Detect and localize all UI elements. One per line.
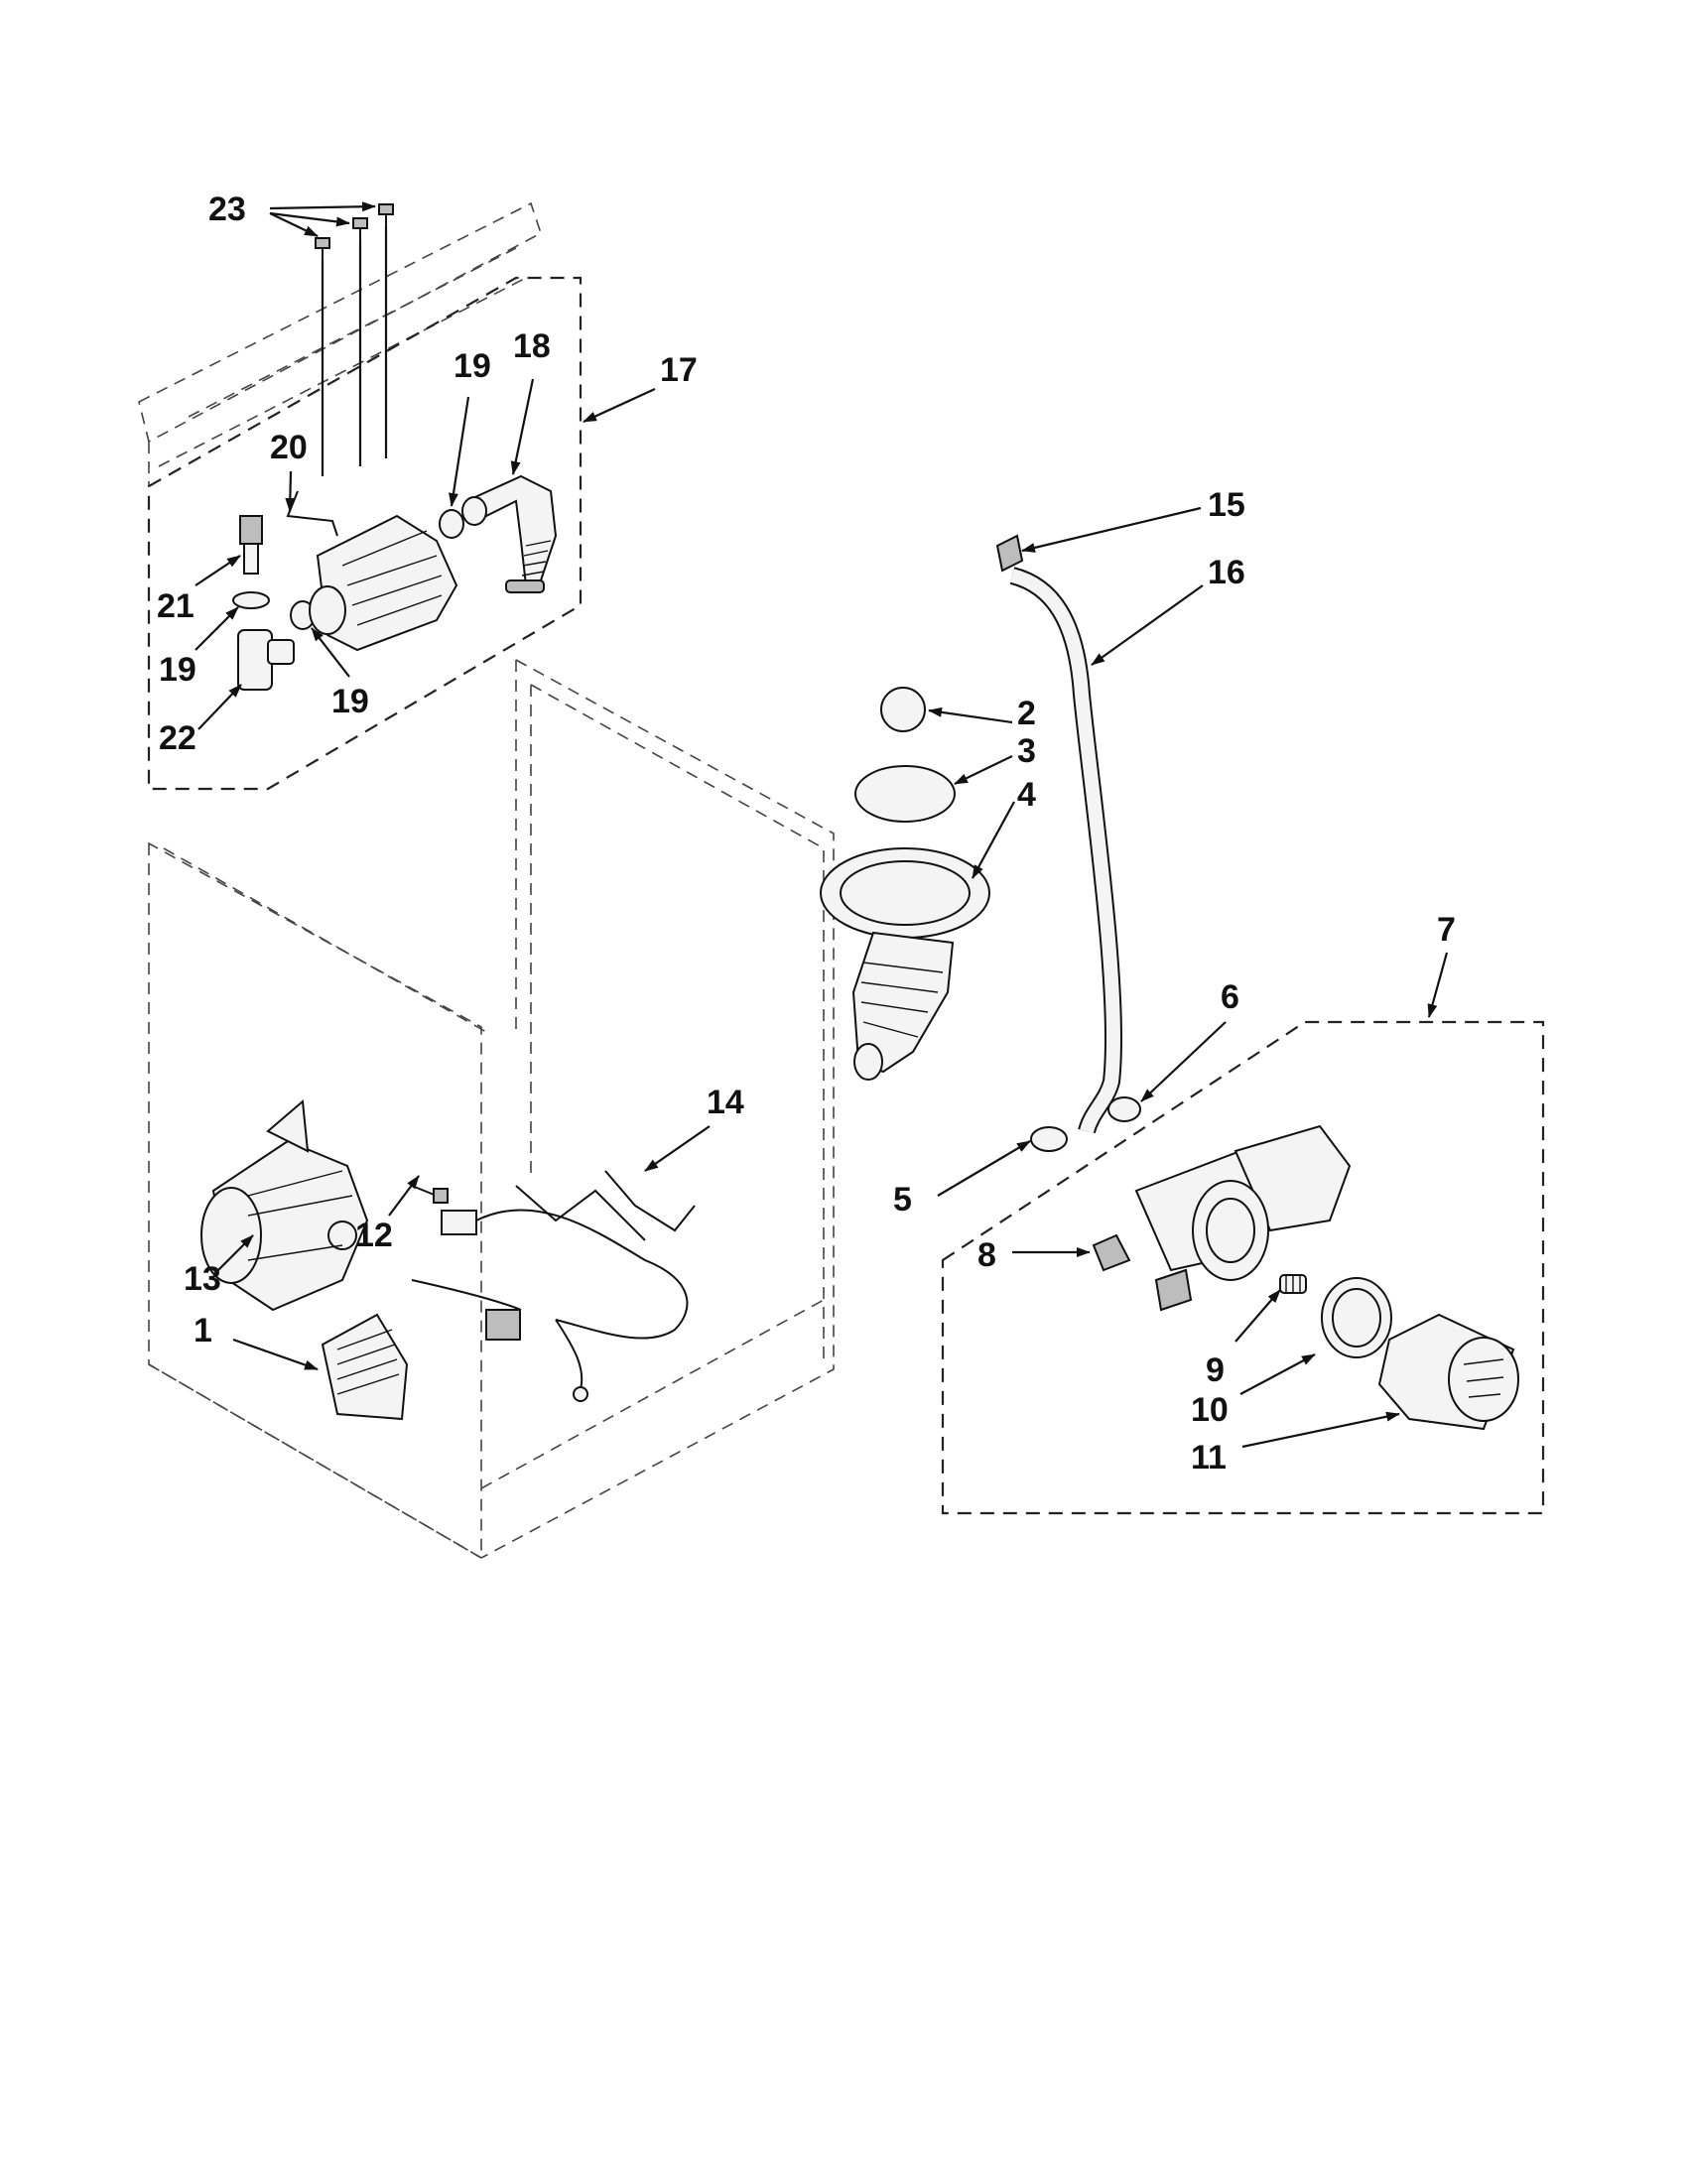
drain-pump-assembly-box <box>941 1020 1545 1515</box>
callout-14: 14 <box>707 1084 744 1121</box>
callout-2: 2 <box>1017 695 1036 732</box>
drain-pump-body <box>1134 1124 1352 1312</box>
clamp-ring-3 <box>854 765 956 823</box>
callout-12: 12 <box>355 1217 393 1254</box>
heater-body <box>309 514 458 652</box>
hose-18 <box>461 474 558 593</box>
callout-17: 17 <box>660 351 698 389</box>
callout-8: 8 <box>977 1236 996 1274</box>
tee-fitting-22 <box>237 629 295 691</box>
clamp-6 <box>1107 1096 1141 1122</box>
thermistor-21 <box>239 515 263 575</box>
heater-wire-20 <box>286 490 338 537</box>
callout-19-left: 19 <box>159 651 196 689</box>
callout-13: 13 <box>184 1260 221 1298</box>
callout-7: 7 <box>1437 911 1456 949</box>
clamp-15 <box>995 534 1024 573</box>
leader-arrows <box>195 201 1449 1449</box>
callout-21: 21 <box>157 587 195 625</box>
clamp-5 <box>1030 1126 1068 1152</box>
cabinet-outline <box>148 659 835 1560</box>
callout-1: 1 <box>194 1312 212 1349</box>
callout-22: 22 <box>159 719 196 757</box>
callout-16: 16 <box>1208 554 1245 591</box>
callout-15: 15 <box>1208 486 1245 524</box>
callout-19-top: 19 <box>454 347 491 385</box>
o-ring-19-right <box>439 509 464 539</box>
callout-18: 18 <box>513 327 551 365</box>
callout-10: 10 <box>1191 1391 1229 1429</box>
motor-13 <box>200 1098 369 1312</box>
control-board-1 <box>321 1313 409 1421</box>
callout-4: 4 <box>1017 776 1036 814</box>
callout-3: 3 <box>1017 732 1036 770</box>
plug-9 <box>1279 1274 1307 1294</box>
bolt-12 <box>411 1185 449 1204</box>
part-8 <box>1092 1233 1131 1272</box>
fill-hose-16-inner <box>1010 569 1121 1134</box>
control-panel-outline <box>138 201 542 486</box>
callout-labels: 23 17 18 19 20 21 19 19 22 15 16 2 3 4 7… <box>157 191 1456 1477</box>
wire-harness-14 <box>411 1170 696 1402</box>
callout-9: 9 <box>1206 1351 1225 1389</box>
filter-11 <box>1377 1313 1519 1431</box>
gasket-10-inner <box>1332 1288 1381 1348</box>
callout-5: 5 <box>893 1181 912 1219</box>
o-ring-19-left <box>232 591 270 609</box>
callout-23: 23 <box>208 191 246 228</box>
ball-2 <box>880 687 926 732</box>
callout-19-mid: 19 <box>331 683 369 720</box>
callout-20: 20 <box>270 429 308 466</box>
screws-23 <box>315 203 394 476</box>
heater-assembly-box <box>147 276 583 791</box>
sump-4 <box>820 847 990 1081</box>
callout-11: 11 <box>1191 1439 1227 1477</box>
callout-6: 6 <box>1221 978 1239 1016</box>
